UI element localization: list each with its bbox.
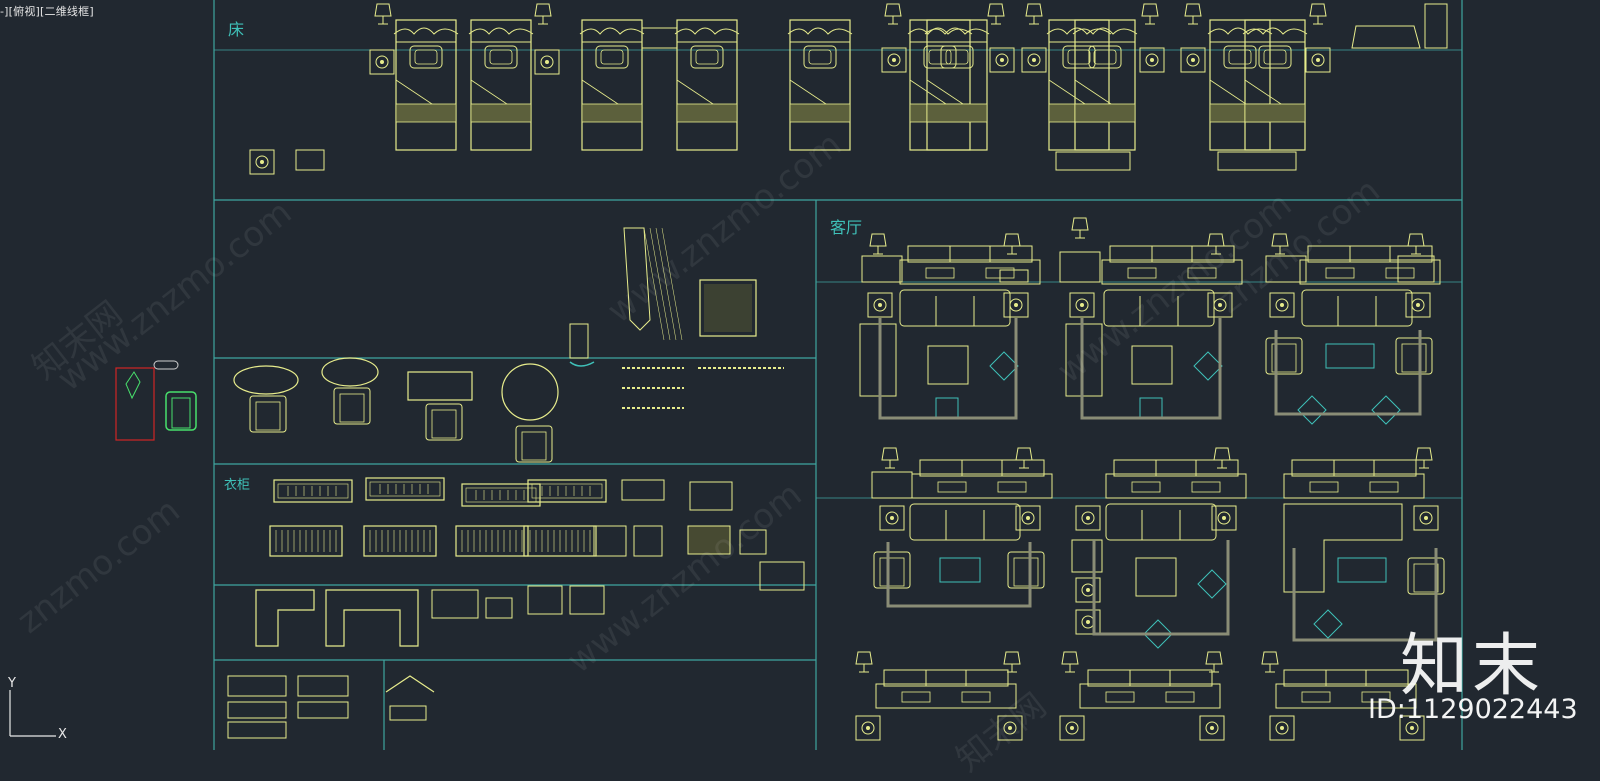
cad-drawing-canvas[interactable] [0,0,1600,750]
section-label-living-room: 客厅 [830,218,863,237]
living-room-group-5 [1071,447,1247,649]
ucs-axis-icon [9,690,56,737]
living-room-group-4 [871,447,1053,608]
axis-x-label: X [58,727,67,742]
armchair-highlight[interactable] [165,391,197,431]
section-label-bed: 床 [228,20,245,39]
selection-box[interactable] [115,360,179,441]
brand-logo: 知末 [1400,627,1545,706]
living-room-group-1 [859,233,1041,420]
living-room-group-6 [1283,447,1445,642]
id-label: ID:1129022443 [1368,694,1578,725]
axis-y-label: Y [8,676,16,691]
table-and-curtain-blocks [233,227,784,463]
bed-blocks [249,3,1448,175]
section-label-wardrobe: 衣柜 [224,478,251,493]
wardrobe-blocks [227,477,805,739]
living-room-group-bottom [855,651,1425,741]
viewport-label[interactable]: -][俯视][二维线框] [0,5,94,18]
living-room-group-3 [1265,233,1441,425]
living-room-group-2 [1059,217,1243,420]
